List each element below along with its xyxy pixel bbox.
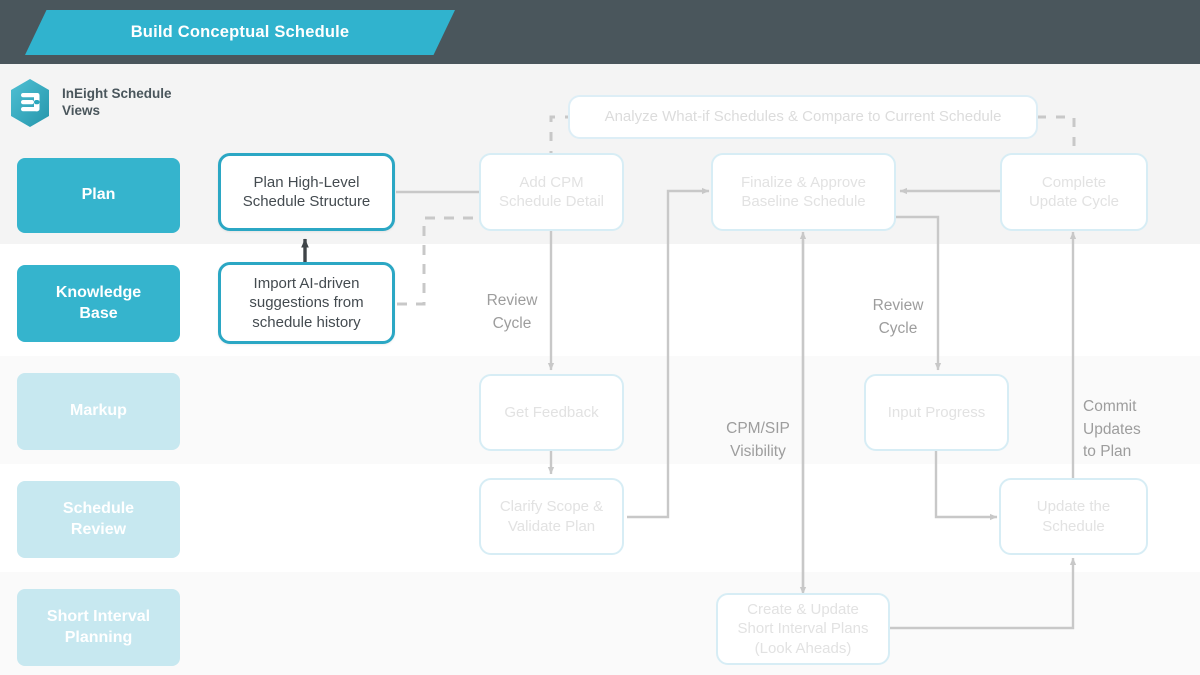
edge-label-review-cycle-left: Review Cycle (474, 268, 550, 335)
node-label: Update the Schedule (1036, 498, 1111, 535)
node-label: Add CPM Schedule Detail (498, 173, 605, 211)
edge-label-text: Review Cycle (872, 297, 924, 337)
node-input-progress[interactable]: Input Progress (864, 374, 1009, 451)
node-update-the-schedule[interactable]: Update the Schedule (999, 478, 1148, 555)
sidebar-item-label: Markup (70, 402, 127, 420)
sidebar-item-short-interval-planning[interactable]: Short Interval Planning (17, 589, 180, 666)
sidebar-item-schedule-review[interactable]: Schedule Review (17, 481, 180, 558)
top-bar: Build Conceptual Schedule (0, 0, 1200, 64)
node-label: Finalize & Approve Baseline Schedule (740, 173, 867, 211)
node-label: Clarify Scope & Validate Plan (499, 498, 604, 535)
node-finalize-approve-baseline[interactable]: Finalize & Approve Baseline Schedule (711, 153, 896, 231)
node-plan-high-level[interactable]: Plan High-Level Schedule Structure (218, 153, 395, 231)
node-label: Input Progress (887, 403, 986, 421)
node-label: Complete Update Cycle (1028, 173, 1120, 211)
sidebar-item-markup[interactable]: Markup (17, 373, 180, 450)
edge-label-review-cycle-right: Review Cycle (860, 273, 936, 340)
page-title-banner: Build Conceptual Schedule (25, 10, 455, 55)
sidebar-item-plan[interactable]: Plan (17, 158, 180, 233)
sidebar-item-label: Short Interval Planning (46, 607, 151, 646)
node-label: Get Feedback (504, 403, 599, 421)
sidebar-item-label: Plan (81, 186, 116, 204)
row-band-knowledge (0, 244, 1200, 356)
ineight-hexagon-list-icon (11, 79, 49, 127)
brand-name-line2: Views (62, 103, 101, 118)
sidebar-item-knowledge-base[interactable]: Knowledge Base (17, 265, 180, 342)
edge-label-cpm-sip-visibility: CPM/SIP Visibility (714, 396, 802, 463)
node-label: Import AI-driven suggestions from schedu… (249, 274, 364, 331)
row-band-sip (0, 572, 1200, 675)
node-import-ai-suggestions[interactable]: Import AI-driven suggestions from schedu… (218, 262, 395, 344)
node-create-update-short-interval-plans[interactable]: Create & Update Short Interval Plans (Lo… (716, 593, 890, 665)
node-add-cpm-schedule-detail[interactable]: Add CPM Schedule Detail (479, 153, 624, 231)
node-analyze-what-if[interactable]: Analyze What-if Schedules & Compare to C… (568, 95, 1038, 139)
edge-label-commit-updates-to-plan: Commit Updates to Plan (1083, 374, 1173, 464)
node-clarify-scope-validate-plan[interactable]: Clarify Scope & Validate Plan (479, 478, 624, 555)
brand-name: InEight Schedule Views (62, 86, 172, 120)
node-get-feedback[interactable]: Get Feedback (479, 374, 624, 451)
sidebar-item-label: Schedule Review (62, 499, 135, 538)
node-label: Analyze What-if Schedules & Compare to C… (604, 108, 1002, 126)
edge-label-text: CPM/SIP Visibility (726, 420, 790, 460)
brand-name-line1: InEight Schedule (62, 86, 172, 102)
brand: InEight Schedule Views (8, 78, 172, 128)
edge-label-text: Review Cycle (486, 292, 538, 332)
node-complete-update-cycle[interactable]: Complete Update Cycle (1000, 153, 1148, 231)
page-title: Build Conceptual Schedule (130, 23, 350, 41)
node-label: Plan High-Level Schedule Structure (242, 173, 371, 211)
node-label: Create & Update Short Interval Plans (Lo… (737, 600, 869, 657)
edge-label-text: Commit Updates to Plan (1083, 398, 1141, 461)
sidebar-item-label: Knowledge Base (55, 283, 142, 322)
